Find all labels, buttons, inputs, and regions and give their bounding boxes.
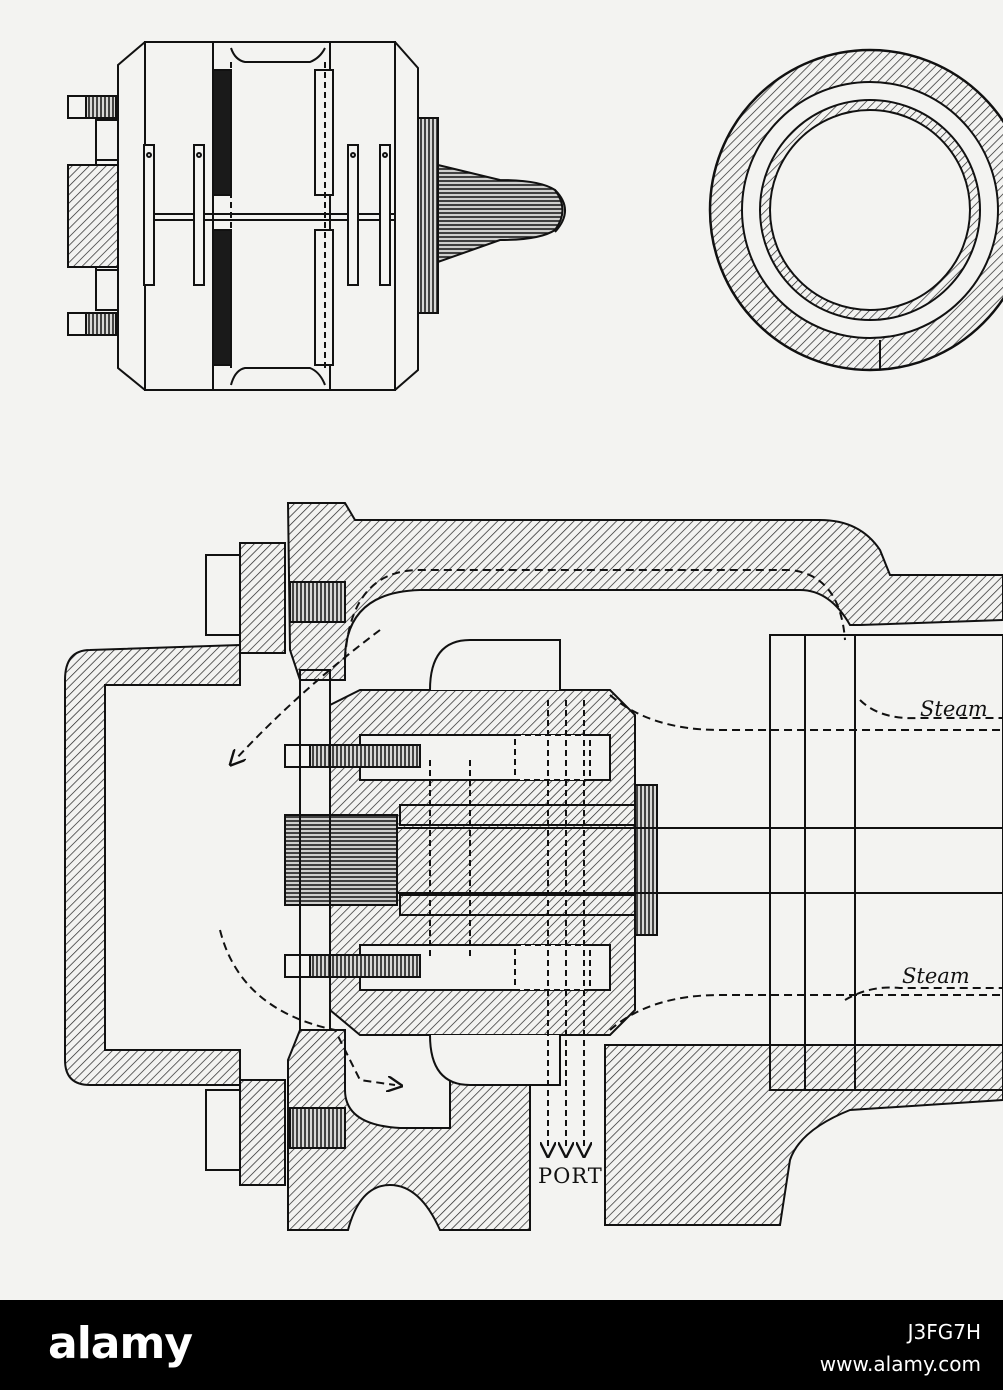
engineering-illustration: Steam Steam PORT	[64, 41, 1003, 1231]
alamy-logo: alamy	[48, 1318, 193, 1369]
site-url: www.alamy.com	[819, 1352, 981, 1376]
piston-ring-section	[708, 48, 1003, 372]
piston-valve-exterior-view	[67, 41, 566, 391]
image-id: J3FG7H	[907, 1320, 981, 1344]
steam-label-lower: Steam	[902, 964, 970, 988]
valve-chest-section	[64, 502, 1003, 1231]
steam-label-upper: Steam	[920, 697, 988, 721]
port-label: PORT	[538, 1164, 603, 1188]
watermark-footer: alamy J3FG7H www.alamy.com	[0, 1300, 1003, 1390]
